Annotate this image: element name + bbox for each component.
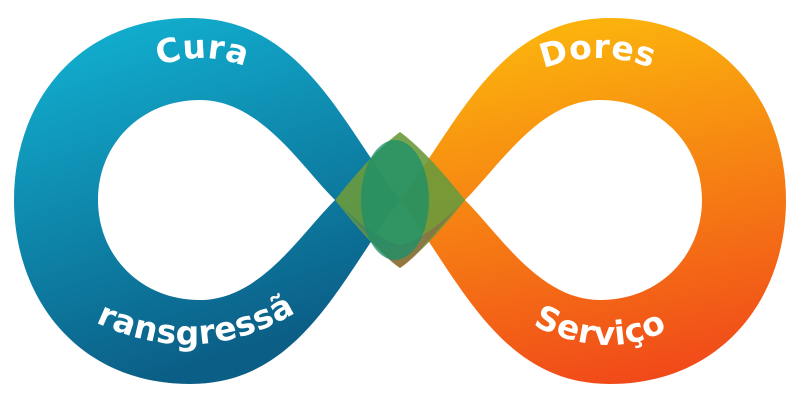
right-loop [400, 18, 786, 384]
left-loop [14, 18, 400, 384]
center-glow [361, 140, 429, 260]
